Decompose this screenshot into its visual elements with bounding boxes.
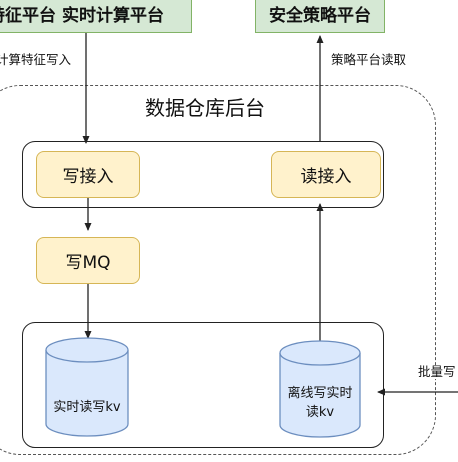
write-mq-box: 写MQ <box>36 237 140 284</box>
backend-boundary <box>0 85 436 455</box>
strategy-read-label: 策略平台读取 <box>331 52 407 67</box>
offline-kv-cylinder <box>279 340 361 438</box>
realtime-kv-label: 实时读写kv <box>53 400 121 415</box>
batch-write-label: 批量写 <box>418 364 456 379</box>
security-platform-label: 安全策略平台 <box>269 6 371 26</box>
read-access-box: 读接入 <box>271 151 381 198</box>
feature-write-label: 计算特征写入 <box>0 53 72 67</box>
realtime-kv-cylinder <box>45 337 129 437</box>
offline-kv-label: 离线写实时读kv <box>287 386 353 420</box>
security-platform-box: 安全策略平台 <box>255 0 385 33</box>
read-access-label: 读接入 <box>300 167 352 187</box>
source-platforms-box: 特征平台 实时计算平台 <box>0 0 192 33</box>
source-platforms-label: 特征平台 实时计算平台 <box>0 6 164 26</box>
write-access-box: 写接入 <box>36 151 140 198</box>
backend-title: 数据仓库后台 <box>145 96 265 120</box>
write-access-label: 写接入 <box>62 167 114 187</box>
write-mq-label: 写MQ <box>65 253 111 273</box>
